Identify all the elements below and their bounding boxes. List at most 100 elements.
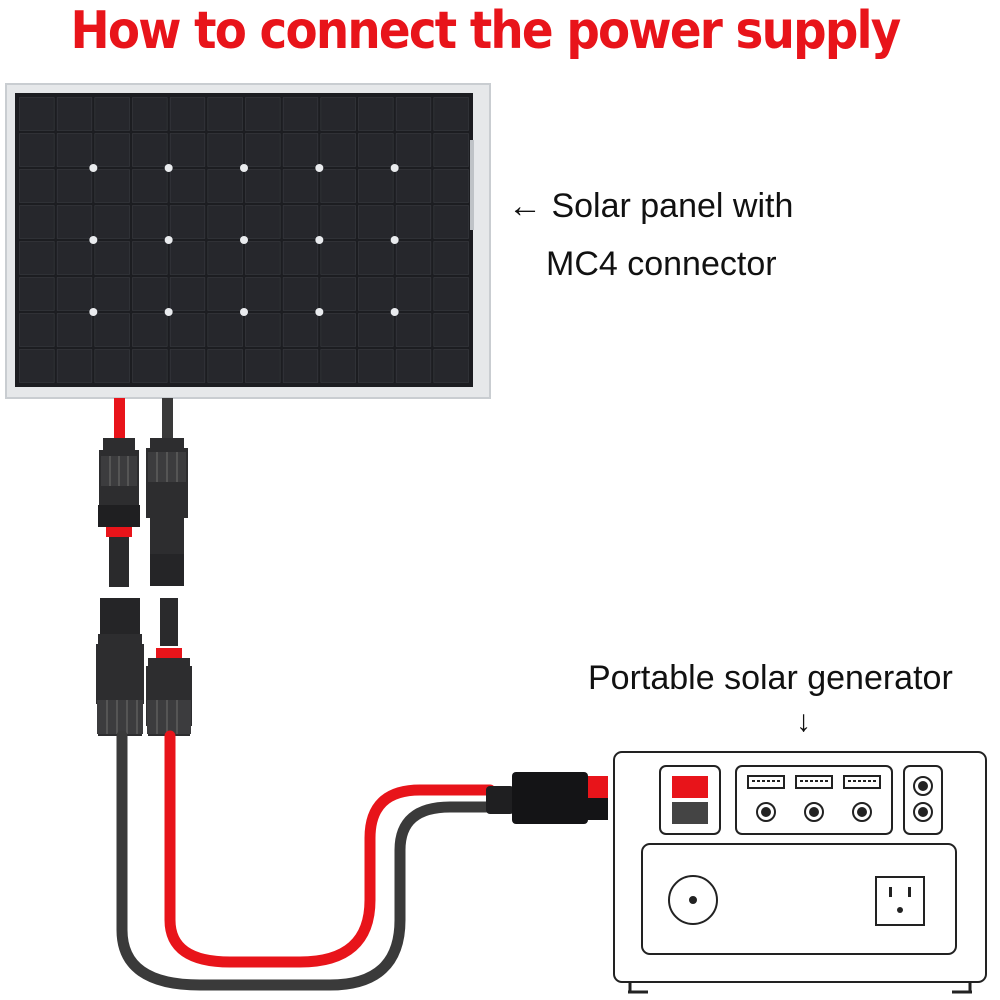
panel-leads (114, 398, 173, 438)
generator-label: Portable solar generator (588, 659, 953, 697)
solar-cell (433, 241, 469, 275)
lower-left-mc4 (96, 598, 144, 736)
generator-icon (613, 751, 987, 994)
usb-panel (735, 765, 893, 835)
page-title: How to connect the power supply (70, 1, 901, 61)
solar-cell (433, 313, 469, 347)
solar-cell (282, 241, 319, 275)
solar-cell (207, 241, 243, 275)
solar-cell (358, 97, 394, 131)
down-arrow-icon: ↓ (796, 705, 811, 738)
left-arrow-icon: ← (508, 187, 542, 225)
solar-cell (433, 205, 469, 239)
cell-gap-dot (315, 236, 324, 244)
anderson-plug-icon (486, 772, 608, 824)
solar-cell (207, 349, 243, 383)
solar-cell (56, 169, 93, 203)
black-lead (162, 398, 173, 438)
solar-cell (358, 133, 394, 167)
cell-gap-dot (315, 308, 324, 316)
solar-cell (132, 133, 168, 167)
cell-gap-dot (390, 236, 399, 244)
cell-gap-dot (240, 308, 248, 316)
panel-cell-grid (19, 97, 469, 383)
cell-gap-dot (164, 308, 173, 316)
upper-left-mc4 (98, 438, 140, 587)
cell-gap-dot (164, 164, 173, 172)
panel-side-detail (470, 140, 474, 230)
solar-cell (169, 241, 206, 275)
solar-cell (207, 133, 243, 167)
solar-cell (207, 169, 243, 203)
cell-gap-dot (240, 164, 248, 172)
solar-cell (433, 97, 469, 131)
solar-cell (169, 205, 206, 239)
solar-cell (132, 277, 168, 311)
solar-cell (56, 349, 93, 383)
solar-cell (169, 277, 206, 311)
solar-cell (19, 349, 55, 383)
solar-cell (169, 349, 206, 383)
red-cable (164, 730, 496, 968)
generator-body (613, 751, 987, 983)
solar-cell (433, 277, 469, 311)
solar-cell (282, 97, 319, 131)
solar-cell (207, 313, 243, 347)
solar-cell (94, 241, 130, 275)
anderson-port-black (672, 802, 708, 824)
solar-cell (19, 97, 55, 131)
solar-cell (169, 97, 206, 131)
solar-cell (56, 277, 93, 311)
solar-cell (169, 169, 206, 203)
upper-right-mc4 (146, 438, 188, 586)
lower-mc4-connectors (96, 598, 192, 736)
solar-cell (395, 349, 432, 383)
solar-cell (282, 169, 319, 203)
solar-cell (433, 169, 469, 203)
solar-cell (395, 133, 432, 167)
panel-label-line2: MC4 connector (546, 245, 777, 283)
solar-cell (94, 97, 130, 131)
solar-cell (320, 313, 356, 347)
panel-label-line1: Solar panel with (551, 187, 794, 225)
solar-cell (132, 313, 168, 347)
dc-port-icon (756, 802, 872, 822)
solar-cell (320, 277, 356, 311)
anderson-port-red (672, 776, 708, 798)
solar-cell (245, 169, 281, 203)
solar-panel-icon (5, 83, 491, 399)
solar-cell (395, 169, 432, 203)
solar-cell (19, 133, 55, 167)
cell-gap-dot (315, 164, 324, 172)
cables-to-generator (116, 730, 496, 991)
solar-cell (207, 277, 243, 311)
red-lead (114, 398, 125, 438)
solar-cell (207, 205, 243, 239)
solar-cell (56, 133, 93, 167)
ac-outlet-icon (875, 876, 925, 926)
lower-panel (641, 843, 957, 955)
solar-cell (19, 169, 55, 203)
solar-cell (358, 241, 394, 275)
solar-cell (395, 97, 432, 131)
solar-cell (56, 205, 93, 239)
solar-cell (94, 349, 130, 383)
solar-cell (207, 97, 243, 131)
solar-cell (94, 277, 130, 311)
solar-cell (433, 133, 469, 167)
panel-label: ← Solar panel with MC4 connector (508, 186, 793, 284)
solar-cell (94, 169, 130, 203)
solar-cell (245, 313, 281, 347)
solar-cell (245, 349, 281, 383)
solar-cell (94, 205, 130, 239)
solar-cell (320, 169, 356, 203)
cell-gap-dot (164, 236, 173, 244)
solar-cell (282, 277, 319, 311)
solar-cell (19, 205, 55, 239)
solar-cell (132, 205, 168, 239)
solar-cell (282, 133, 319, 167)
cell-gap-dot (89, 308, 98, 316)
solar-cell (433, 349, 469, 383)
solar-cell (282, 313, 319, 347)
